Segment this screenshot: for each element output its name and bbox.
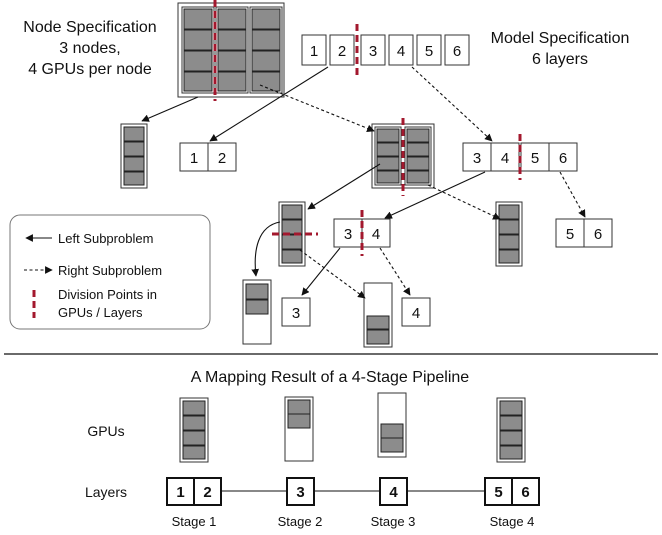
connectors [141,66,586,299]
layer-cell: 5 [425,43,433,60]
legend-division-label-2: GPUs / Layers [58,305,143,320]
right-subproblem-arrow [427,184,501,220]
leaf-gpu-stage3 [363,282,393,348]
layer-cell: 6 [594,226,602,243]
layer-cell: 3 [344,226,352,243]
layer-cell: 2 [203,484,211,501]
stage-1-layers: 1 2 [166,477,222,506]
model-spec-layers: 6 layers [532,51,588,68]
stage-1-gpus [179,397,209,463]
leaf-layer-4: 4 [401,297,431,327]
left-subproblem-arrow [141,96,199,122]
layer-cell: 5 [566,226,574,243]
stage-label: Stage 4 [490,514,535,529]
layers-row-label: Layers [85,484,127,500]
layer-cell: 4 [372,226,380,243]
leaf-layer-3: 3 [281,297,311,327]
right-subproblem-arrow [379,247,411,296]
stage-label: Stage 2 [278,514,323,529]
legend-left-label: Left Subproblem [58,231,153,246]
mid-node-4-gpus [272,201,318,267]
layer-cell: 4 [501,150,509,167]
layer-cell: 4 [389,484,398,501]
legend-division-label-1: Division Points in [58,287,157,302]
layer-cell: 3 [296,484,304,501]
cluster-3-nodes [177,0,285,101]
layer-cell: 6 [521,484,529,501]
layer-cell: 4 [412,305,420,322]
right-node-4-gpus [495,201,523,267]
stage-3-layers: 4 [379,477,408,506]
left-node-4-gpus [120,123,148,189]
node-3 [249,6,283,94]
node-spec-title: Node Specification [23,19,156,36]
mid-layers-3-4: 3 4 [333,210,391,256]
layer-cell: 3 [369,43,377,60]
node-1 [181,6,215,94]
stage-4-gpus [496,397,526,463]
layer-cell: 2 [338,43,346,60]
layer-cell: 1 [190,150,198,167]
layer-cell: 5 [494,484,502,501]
right-subproblem-arrow [559,171,586,218]
stage-label: Stage 3 [371,514,416,529]
stage-2-layers: 3 [286,477,315,506]
left-subproblem-arrow [384,171,486,219]
stage-4-layers: 5 6 [484,477,540,506]
result-title: A Mapping Result of a 4-Stage Pipeline [191,369,470,386]
leaf-gpu-stage2 [242,279,272,345]
layer-cell: 2 [218,150,226,167]
right-2-nodes [371,118,435,196]
layer-cell: 4 [397,43,405,60]
stage-3-gpus [377,392,407,458]
model-layers-6: 1 2 3 4 5 6 [301,24,470,76]
layer-cell: 3 [473,150,481,167]
layer-cell: 5 [531,150,539,167]
right-subproblem-arrow [411,66,493,142]
gpus-row-label: GPUs [87,423,124,439]
stage-label: Stage 1 [172,514,217,529]
left-subproblem-arrow [209,66,329,142]
layer-cell: 1 [176,484,184,501]
layer-cell: 6 [559,150,567,167]
left-subproblem-arrow [307,163,381,210]
node-spec-gpus-per-node: 4 GPUs per node [28,61,152,78]
left-subproblem-arrow [301,247,341,296]
layer-cell: 6 [453,43,461,60]
legend: Left Subproblem Right Subproblem Divisio… [9,214,211,330]
legend-right-label: Right Subproblem [58,263,162,278]
right-subproblem-arrow [299,249,366,299]
model-spec-title: Model Specification [491,30,630,47]
node-2 [215,6,249,94]
left-subproblem-arrow [251,221,281,277]
right-subproblem-arrow [259,84,375,132]
node-spec-nodes: 3 nodes, [59,40,120,57]
layer-cell: 1 [310,43,318,60]
left-layers-1-2: 1 2 [179,142,237,172]
right-layers-5-6: 5 6 [555,218,613,248]
layer-cell: 3 [292,305,300,322]
right-layers-3-6: 3 4 5 6 [462,134,578,180]
stage-2-gpus [284,396,314,462]
